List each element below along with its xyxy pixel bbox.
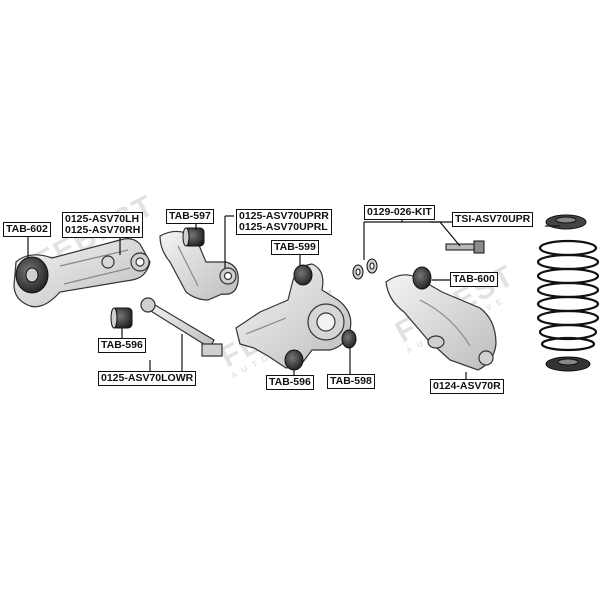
spring-mount-part [545,356,591,372]
part-label-tab-597: TAB-597 [166,209,214,224]
part-label-tab-600: TAB-600 [450,272,498,287]
part-number: TSI-ASV70UPR [455,213,531,225]
coil-spring-part [536,239,600,352]
part-number: TAB-596 [269,376,311,388]
bushing-part [284,264,357,371]
part-label-upper-arm: 0125-ASV70UPRR 0125-ASV70UPRL [236,209,332,235]
part-number: 0129-026-KIT [367,206,432,218]
part-number: TAB-598 [330,375,372,387]
part-number: TAB-602 [6,223,48,235]
trailing-arm-part [13,238,151,308]
spring-mount-part [545,214,587,230]
bushing-part [412,266,432,290]
part-number: TAB-596 [101,339,143,351]
bushing-part [15,256,49,294]
lower-link-part [140,297,223,357]
bushing-part [182,227,205,247]
part-label-lower-arm: 0124-ASV70R [430,379,504,394]
part-number: 0125-ASV70UPRR [239,210,329,222]
part-number: 0125-ASV70RH [65,224,141,236]
lower-arm-part [385,274,497,371]
part-label-trailing-arm: 0125-ASV70LH 0125-ASV70RH [62,212,144,238]
part-number: 0125-ASV70LOWR [101,372,194,384]
part-label-tab-596: TAB-596 [98,338,146,353]
part-number: 0125-ASV70LH [65,213,140,225]
part-label-tab-599: TAB-599 [271,240,319,255]
bushing-part [110,307,133,329]
alignment-kit-part [352,240,485,280]
part-number: TAB-599 [274,241,316,253]
part-label-tab-596: TAB-596 [266,375,314,390]
part-label-tab-598: TAB-598 [327,374,375,389]
knuckle-part [235,263,352,369]
part-label-lower-link: 0125-ASV70LOWR [98,371,197,386]
part-number: TAB-597 [169,210,211,222]
part-label-kit: 0129-026-KIT [364,205,435,220]
part-number: 0125-ASV70UPRL [239,221,328,233]
part-number: 0124-ASV70R [433,380,501,392]
part-label-tsi: TSI-ASV70UPR [452,212,534,227]
part-label-tab-602: TAB-602 [3,222,51,237]
upper-arm-part [159,230,239,301]
part-number: TAB-600 [453,273,495,285]
